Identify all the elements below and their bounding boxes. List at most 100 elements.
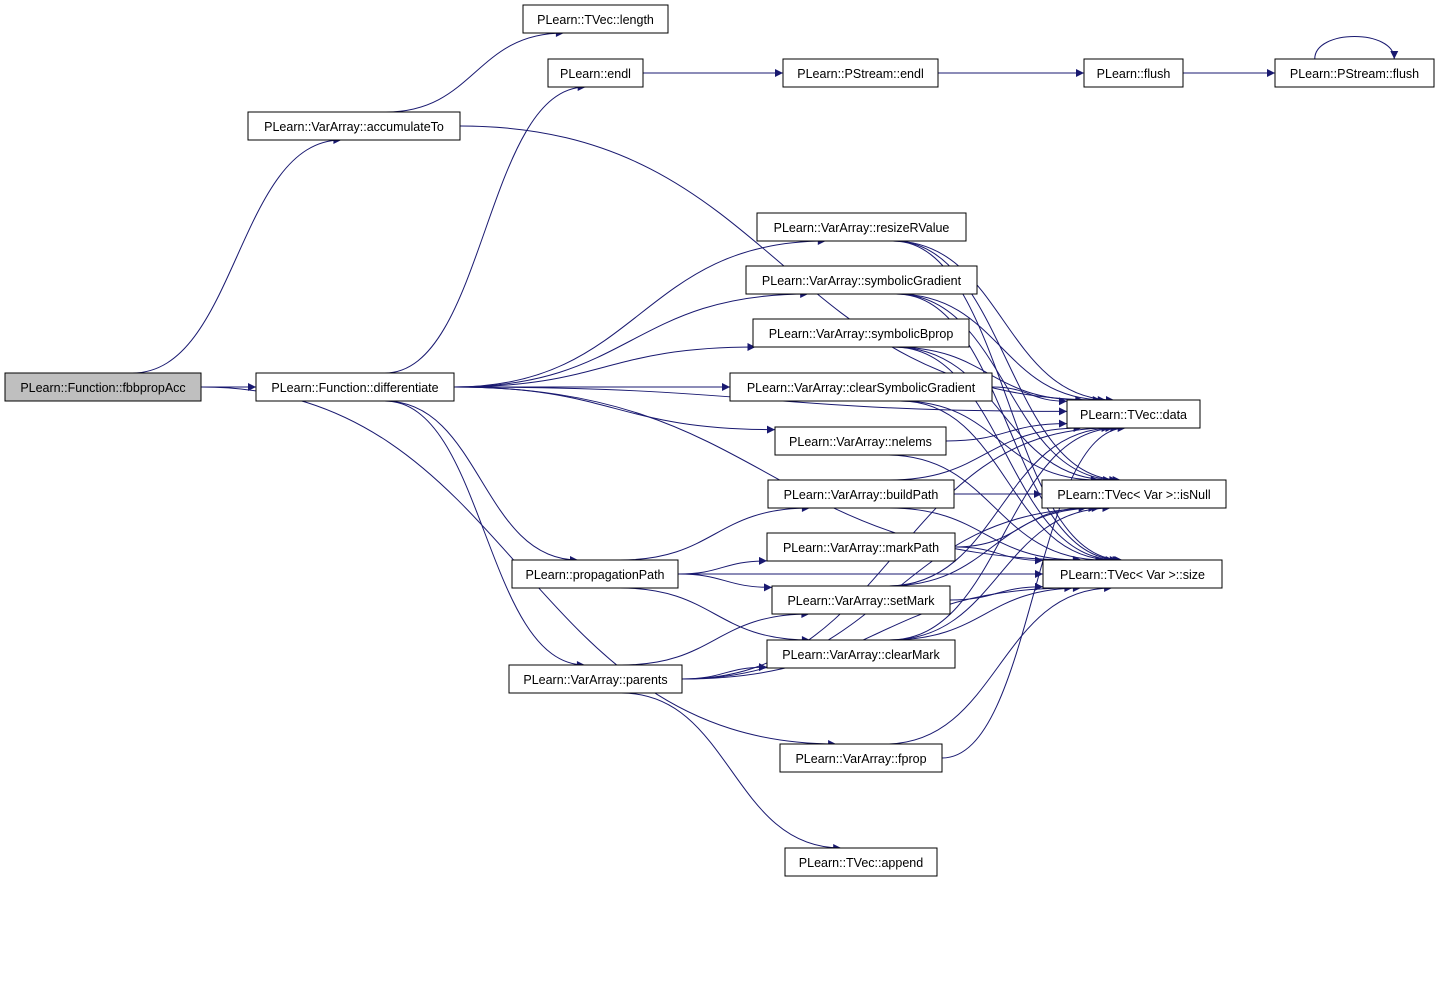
node-label: PLearn::VarArray::fprop [795,752,926,766]
edge [453,237,826,388]
edge-setMark-to-isNull [887,504,1097,587]
node-isNull[interactable]: PLearn::TVec< Var >::isNull [1041,479,1227,509]
edge-differentiate-to-propagationPath [384,400,579,564]
node-resizeRValue[interactable]: PLearn::VarArray::resizeRValue [756,212,967,242]
node-endl[interactable]: PLearn::endl [547,58,644,88]
node-tvecLength[interactable]: PLearn::TVec::length [522,4,669,34]
node-label: PLearn::VarArray::setMark [787,594,935,608]
node-box [1041,479,1227,509]
node-label: PLearn::VarArray::symbolicGradient [762,274,962,288]
node-box [766,639,956,669]
node-label: PLearn::TVec< Var >::size [1060,568,1205,582]
edge-parents-to-setMark [621,610,810,666]
edge-propagationPath-to-markPath [677,556,768,575]
node-box [766,532,956,562]
edge [896,293,1121,564]
node-box [522,4,669,34]
node-label: PLearn::VarArray::resizeRValue [774,221,950,235]
node-fbbpropAcc[interactable]: PLearn::Function::fbbpropAcc [4,372,202,402]
edge-resizeRValue-to-size [892,240,1123,564]
function-nodes: PLearn::Function::fbbpropAcc PLearn::Func… [4,4,1435,877]
edge [945,419,1068,442]
edge [896,293,1106,404]
node-box [771,585,951,615]
node-accumulateTo[interactable]: PLearn::VarArray::accumulateTo [247,111,461,141]
node-differentiate[interactable]: PLearn::Function::differentiate [255,372,455,402]
node-setMark[interactable]: PLearn::VarArray::setMark [771,585,951,615]
edge [453,386,776,434]
edge [887,424,1114,587]
call-edges [132,29,1399,852]
edge [941,424,1126,759]
node-flush[interactable]: PLearn::flush [1083,58,1184,88]
edge-symbolicGradient-to-tvecData [896,293,1106,404]
edge-differentiate-to-symbolicGradient [453,290,809,388]
edge-fprop-to-size [885,584,1113,745]
edge [892,240,1123,564]
edge-buildPath-to-size [888,507,1081,564]
node-box [247,111,461,141]
edge-resizeRValue-to-isNull [892,240,1121,484]
node-parents[interactable]: PLearn::VarArray::parents [508,664,683,694]
node-symbolicBprop[interactable]: PLearn::VarArray::symbolicBprop [752,318,970,348]
edge-resizeRValue-to-tvecData [892,240,1115,404]
node-markPath[interactable]: PLearn::VarArray::markPath [766,532,956,562]
node-fprop[interactable]: PLearn::VarArray::fprop [779,743,943,773]
node-label: PLearn::VarArray::buildPath [784,488,939,502]
edge-pstreamFlush-to-pstreamFlush [1314,36,1399,60]
node-box [547,58,644,88]
node-label: PLearn::Function::fbbpropAcc [20,381,185,395]
edge [621,692,842,852]
node-label: PLearn::TVec::append [799,856,923,870]
node-clearMark[interactable]: PLearn::VarArray::clearMark [766,639,956,669]
edge [384,400,579,564]
node-box [511,559,679,589]
edge [888,507,1081,564]
edge-differentiate-to-endl [384,83,586,374]
edge [892,240,1121,484]
node-size[interactable]: PLearn::TVec< Var >::size [1042,559,1223,589]
edge [1314,36,1399,60]
edge-symbolicGradient-to-isNull [896,293,1118,484]
node-box [774,426,947,456]
edge-differentiate-to-nelems [453,386,776,434]
edge [888,424,1082,481]
edge-accumulateTo-to-tvecLength [385,29,564,113]
node-box [752,318,970,348]
node-box [745,265,978,295]
node-box [767,479,955,509]
edge [459,125,1101,404]
node-label: PLearn::TVec::length [537,13,654,27]
node-symbolicGradient[interactable]: PLearn::VarArray::symbolicGradient [745,265,978,295]
edge [132,136,342,374]
edge-clearSymbolicGradient-to-size [900,400,1114,564]
node-label: PLearn::TVec< Var >::isNull [1057,488,1210,502]
node-label: PLearn::VarArray::markPath [783,541,939,555]
node-propagationPath[interactable]: PLearn::propagationPath [511,559,679,589]
node-box [729,372,993,402]
node-nelems[interactable]: PLearn::VarArray::nelems [774,426,947,456]
node-clearSymbolicGradient[interactable]: PLearn::VarArray::clearSymbolicGradient [729,372,993,402]
edge-propagationPath-to-clearMark [619,587,810,644]
edge-differentiate-to-symbolicBprop [453,343,756,388]
node-label: PLearn::flush [1097,67,1171,81]
edge-clearMark-to-size [889,584,1081,641]
edge-differentiate-to-parents [384,400,585,669]
node-label: PLearn::endl [560,67,631,81]
node-append[interactable]: PLearn::TVec::append [784,847,938,877]
node-pstreamFlush[interactable]: PLearn::PStream::flush [1274,58,1435,88]
node-tvecData[interactable]: PLearn::TVec::data [1066,399,1201,429]
edge [886,454,1104,564]
edge-symbolicGradient-to-size [896,293,1121,564]
edge-clearSymbolicGradient-to-tvecData [991,386,1068,406]
node-box [784,847,938,877]
node-label: PLearn::Function::differentiate [271,381,438,395]
node-pstreamEndl[interactable]: PLearn::PStream::endl [782,58,939,88]
edge-symbolicBprop-to-isNull [893,346,1112,484]
edge [954,546,1044,565]
edge [453,290,809,388]
node-box [756,212,967,242]
node-buildPath[interactable]: PLearn::VarArray::buildPath [767,479,955,509]
edge [677,573,773,592]
edge-fbbpropAcc-to-accumulateTo [132,136,342,374]
